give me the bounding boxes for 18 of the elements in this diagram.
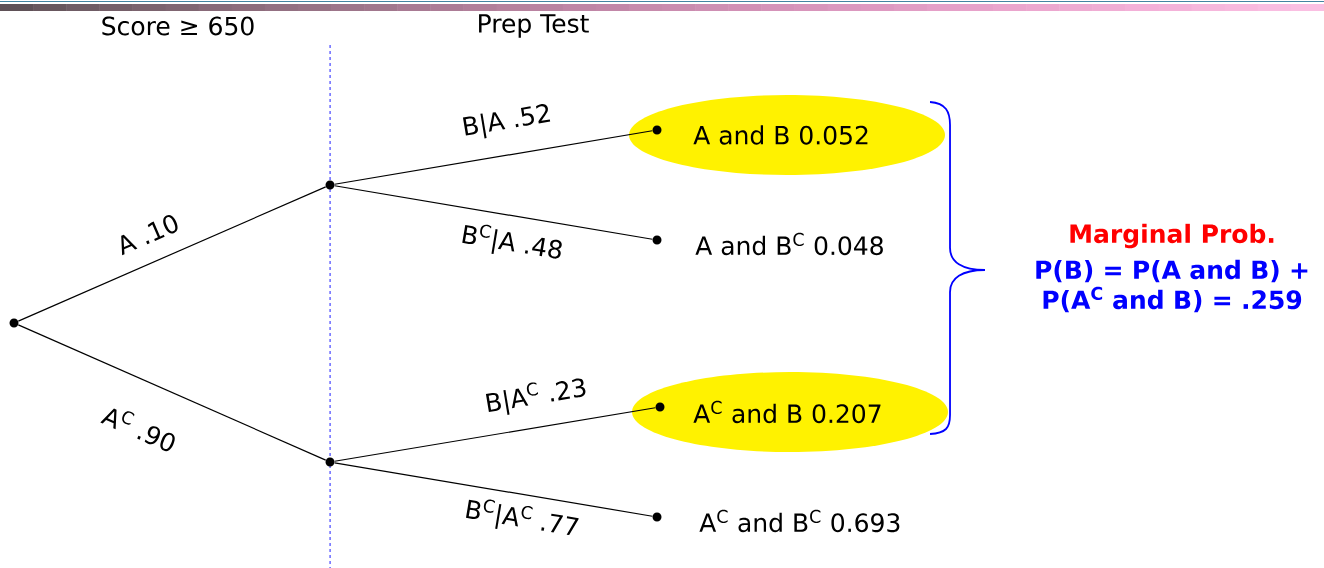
formula-text: P(B) = P(A and B) + P(A$^{C}$ and B) = .259 <box>1036 259 1308 313</box>
edge-label: B|A$^{C}$ .23 <box>485 378 586 415</box>
branch-line <box>334 407 656 462</box>
column-heading: Prep Test <box>479 14 589 38</box>
branch-line <box>334 130 653 185</box>
branch-line <box>17 324 327 461</box>
column-heading: Score ≥ 650 <box>102 16 254 36</box>
outcome-label: A$^{C}$ and B$^{C}$ 0.693 <box>699 509 900 533</box>
branch-line <box>334 185 653 240</box>
branch-line <box>17 186 327 322</box>
edge-label: A$^{C}$ .90 <box>100 408 175 452</box>
result-heading: Marginal Prob. <box>1070 223 1274 249</box>
branch-line <box>334 462 653 517</box>
edge-label: A .10 <box>121 215 178 256</box>
edge-label: B|A .52 <box>462 104 551 139</box>
outcome-label: A and B$^{C}$ 0.048 <box>695 232 883 256</box>
edge-label: B$^{C}$|A$^{C}$ .77 <box>466 499 579 536</box>
edge-label: B$^{C}$|A .48 <box>462 224 562 259</box>
